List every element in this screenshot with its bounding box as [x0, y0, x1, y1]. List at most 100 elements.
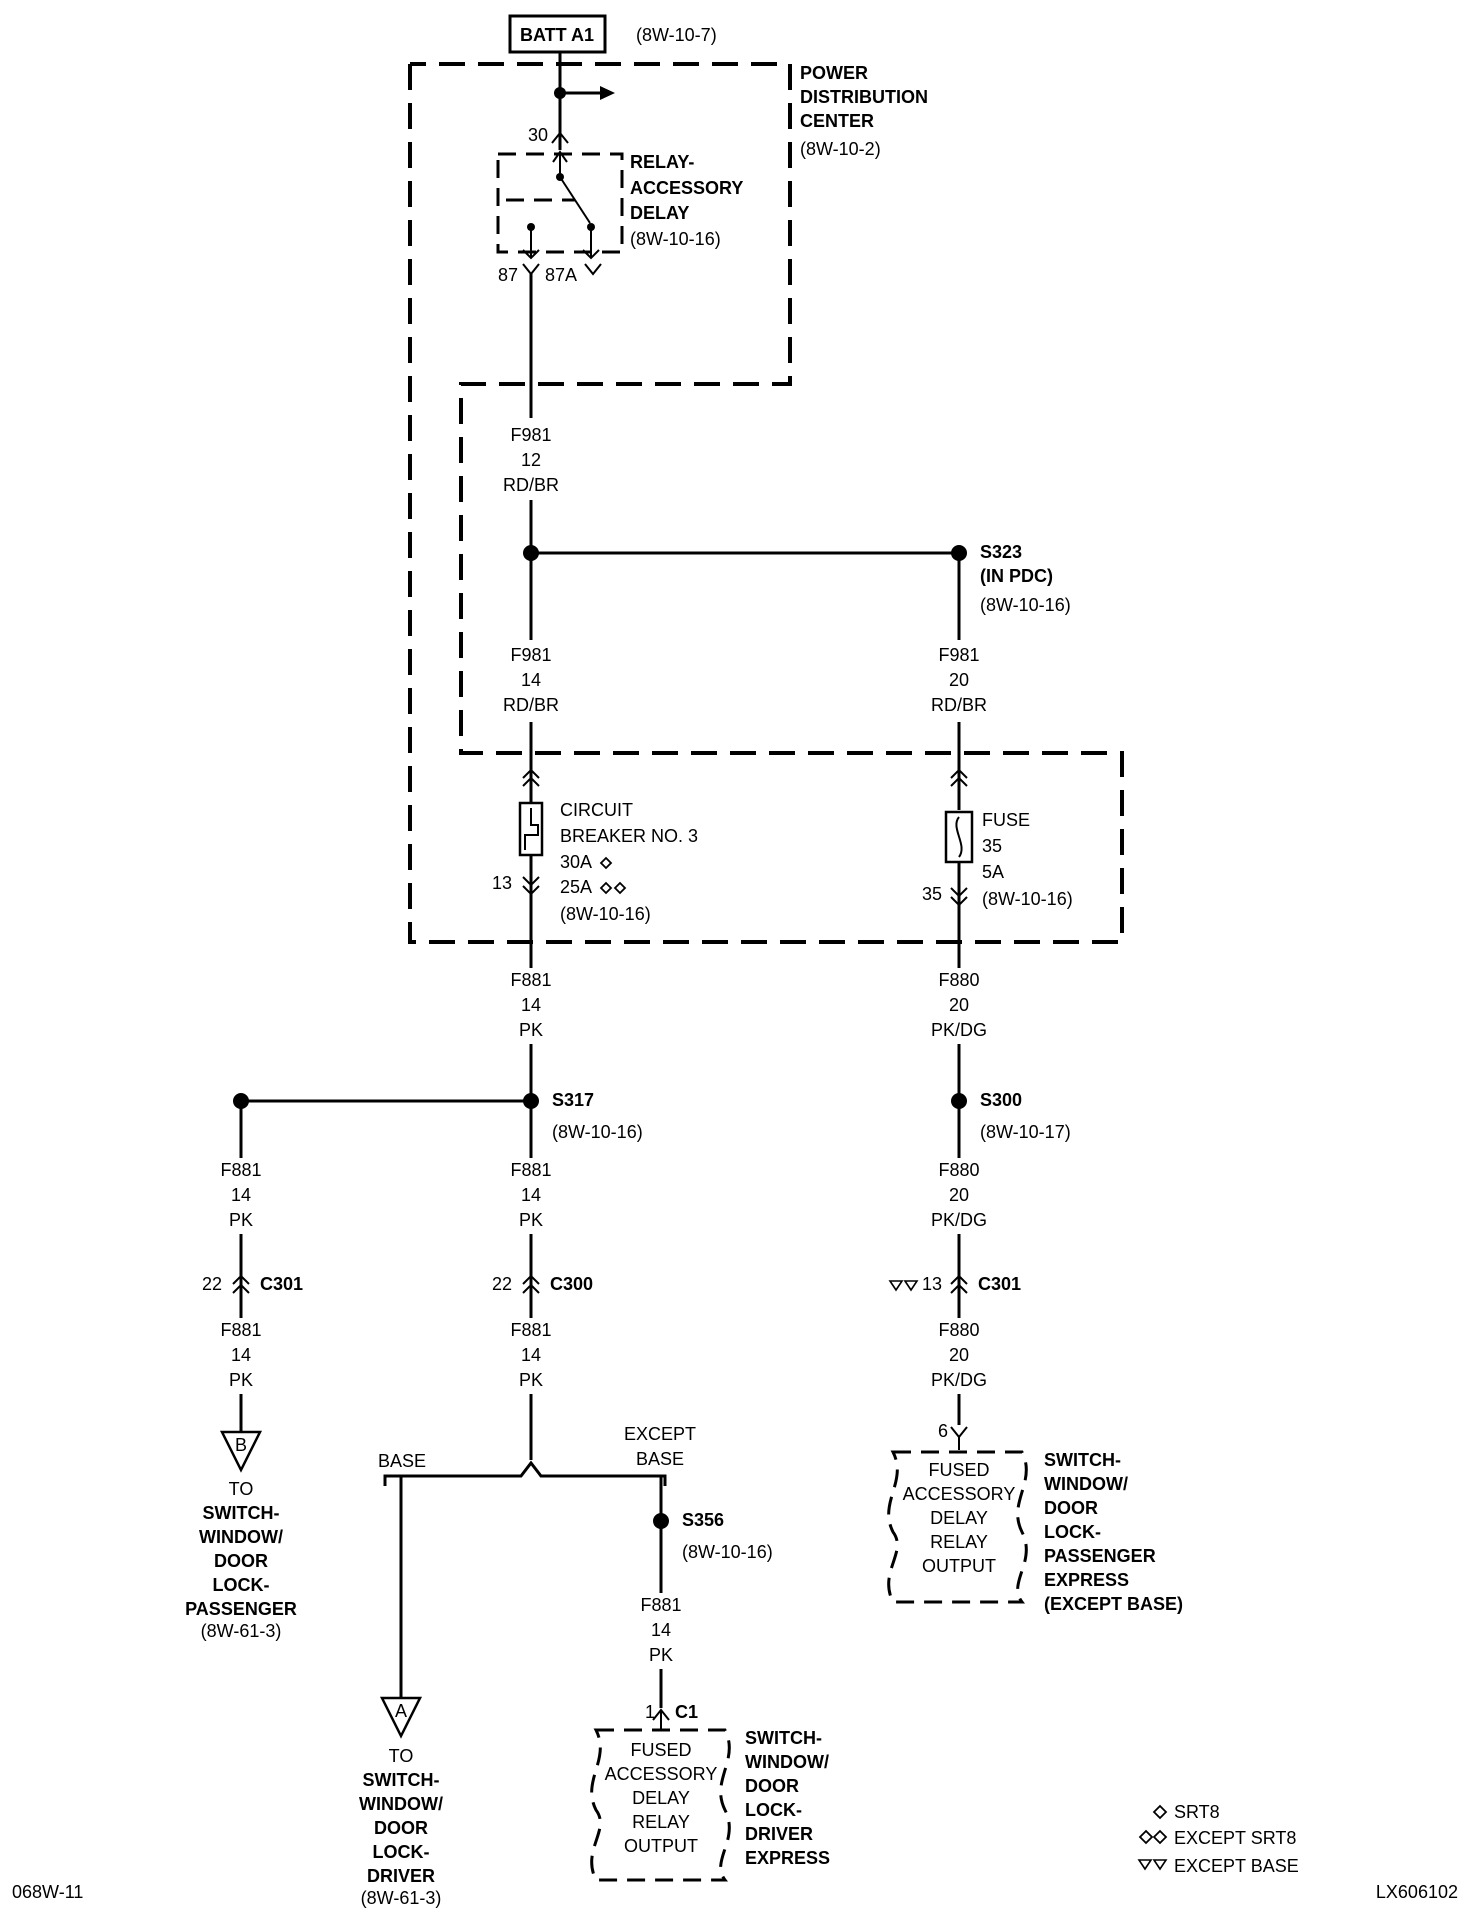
legend-except-srt8: EXCEPT SRT8 [1174, 1828, 1296, 1848]
wire9-circuit: F881 [220, 1320, 261, 1340]
breaker-rating-2: 25A [560, 877, 592, 897]
c301-right-pin: 13 [922, 1274, 942, 1294]
passenger-name-l6: EXPRESS [1044, 1570, 1129, 1590]
breaker-ref: (8W-10-16) [560, 904, 651, 924]
offpage-b-l2: SWITCH- [203, 1503, 280, 1523]
driver-name-l5: DRIVER [745, 1824, 813, 1844]
wire3-gauge: 20 [949, 670, 969, 690]
driver-name-l3: DOOR [745, 1776, 799, 1796]
fuse-pin: 35 [922, 884, 942, 904]
wire-label-bg [500, 423, 562, 499]
wire11-gauge: 20 [949, 1345, 969, 1365]
passenger-box-l2: ACCESSORY [903, 1484, 1016, 1504]
wire3-circuit: F981 [938, 645, 979, 665]
passenger-box-l4: RELAY [930, 1532, 988, 1552]
breaker-in-connector-icon [522, 768, 540, 779]
relay-87-arrow-icon [522, 249, 540, 260]
c301-left-connector-icon-2 [232, 1283, 250, 1294]
fuse-out-connector-icon-2 [950, 896, 968, 907]
breaker-label-1: CIRCUIT [560, 800, 633, 820]
wire5-gauge: 20 [949, 995, 969, 1015]
wire4-color: PK [519, 1020, 543, 1040]
wire4-gauge: 14 [521, 995, 541, 1015]
breaker-out-connector-icon [522, 876, 540, 887]
footer-left: 068W-11 [12, 1882, 83, 1902]
wire11-color: PK/DG [931, 1370, 987, 1390]
breaker-rating-1: 30A [560, 852, 592, 872]
wire3-color: RD/BR [931, 695, 987, 715]
c301-right-connector-icon [950, 1274, 968, 1285]
relay-label-3: DELAY [630, 203, 689, 223]
variant-branch-bracket [383, 1460, 667, 1486]
fuse-element-icon [955, 816, 963, 858]
pdc-label-1: POWER [800, 63, 868, 83]
wire-label-bg [500, 968, 562, 1044]
srt8-diamond-icon [599, 856, 613, 870]
battery-label: BATT A1 [520, 25, 594, 45]
wire12-gauge: 14 [651, 1620, 671, 1640]
c1-id: C1 [675, 1702, 698, 1722]
offpage-b-icon [219, 1430, 263, 1473]
pdc-outline [408, 62, 1124, 944]
offpage-a-l4: DOOR [374, 1818, 428, 1838]
wire5-circuit: F880 [938, 970, 979, 990]
wire2-circuit: F981 [510, 645, 551, 665]
driver-box-l1: FUSED [630, 1740, 691, 1760]
s323-note: (IN PDC) [980, 566, 1053, 586]
wire1-color: RD/BR [503, 475, 559, 495]
wire-label-bg [926, 968, 992, 1044]
wire9-color: PK [229, 1370, 253, 1390]
relay-label-2: ACCESSORY [630, 178, 743, 198]
offpage-a-l6: DRIVER [367, 1866, 435, 1886]
relay-pin-30: 30 [528, 125, 548, 145]
fuse-icon [944, 810, 974, 864]
driver-box-l4: RELAY [632, 1812, 690, 1832]
wire-label-bg [210, 1158, 272, 1234]
wire1-gauge: 12 [521, 450, 541, 470]
wire12-color: PK [649, 1645, 673, 1665]
legend-except-base-icon-2 [1152, 1859, 1168, 1871]
offpage-b-l3: WINDOW/ [199, 1527, 283, 1547]
pin87-connector-icon [522, 263, 540, 276]
wire9-gauge: 14 [231, 1345, 251, 1365]
driver-name-l4: LOCK- [745, 1800, 802, 1820]
splice-s356 [653, 1513, 669, 1529]
wire-label-bg [630, 1593, 692, 1669]
wire4-circuit: F881 [510, 970, 551, 990]
offpage-b-l6: PASSENGER [185, 1599, 297, 1619]
relay-pin-87: 87 [498, 265, 518, 285]
legend-except-base-icon [1137, 1859, 1153, 1871]
legend-srt8: SRT8 [1174, 1802, 1220, 1822]
driver-switch-component [590, 1728, 731, 1882]
wire10-color: PK [519, 1370, 543, 1390]
footer-right: LX606102 [1376, 1882, 1458, 1902]
branch-base: BASE [378, 1451, 426, 1471]
offpage-a-l2: SWITCH- [363, 1770, 440, 1790]
passenger-name-l5: PASSENGER [1044, 1546, 1156, 1566]
relay-label-1: RELAY- [630, 152, 694, 172]
except-base-triangle-icon-2 [903, 1280, 919, 1292]
wire5-color: PK/DG [931, 1020, 987, 1040]
c301-right-id: C301 [978, 1274, 1021, 1294]
relay-87a-arrow-icon [582, 249, 600, 260]
wire7-gauge: 14 [521, 1185, 541, 1205]
wire8-gauge: 20 [949, 1185, 969, 1205]
except-srt8-diamond-icon [599, 881, 613, 895]
s356-ref: (8W-10-16) [682, 1542, 773, 1562]
s300-id: S300 [980, 1090, 1022, 1110]
pin87a-connector-icon [584, 263, 602, 276]
pdc-ref: (8W-10-2) [800, 139, 881, 159]
passenger-name-l4: LOCK- [1044, 1522, 1101, 1542]
wire-label-bg [210, 1318, 272, 1394]
driver-name-l1: SWITCH- [745, 1728, 822, 1748]
c300-connector-icon-2 [522, 1283, 540, 1294]
driver-box-l5: OUTPUT [624, 1836, 698, 1856]
wire10-gauge: 14 [521, 1345, 541, 1365]
wire10-circuit: F881 [510, 1320, 551, 1340]
wire8-color: PK/DG [931, 1210, 987, 1230]
s323-ref: (8W-10-16) [980, 595, 1071, 615]
batt-feed-arrow-icon [600, 86, 615, 100]
fuse-number: 35 [982, 836, 1002, 856]
branch-except-1: EXCEPT [624, 1424, 696, 1444]
